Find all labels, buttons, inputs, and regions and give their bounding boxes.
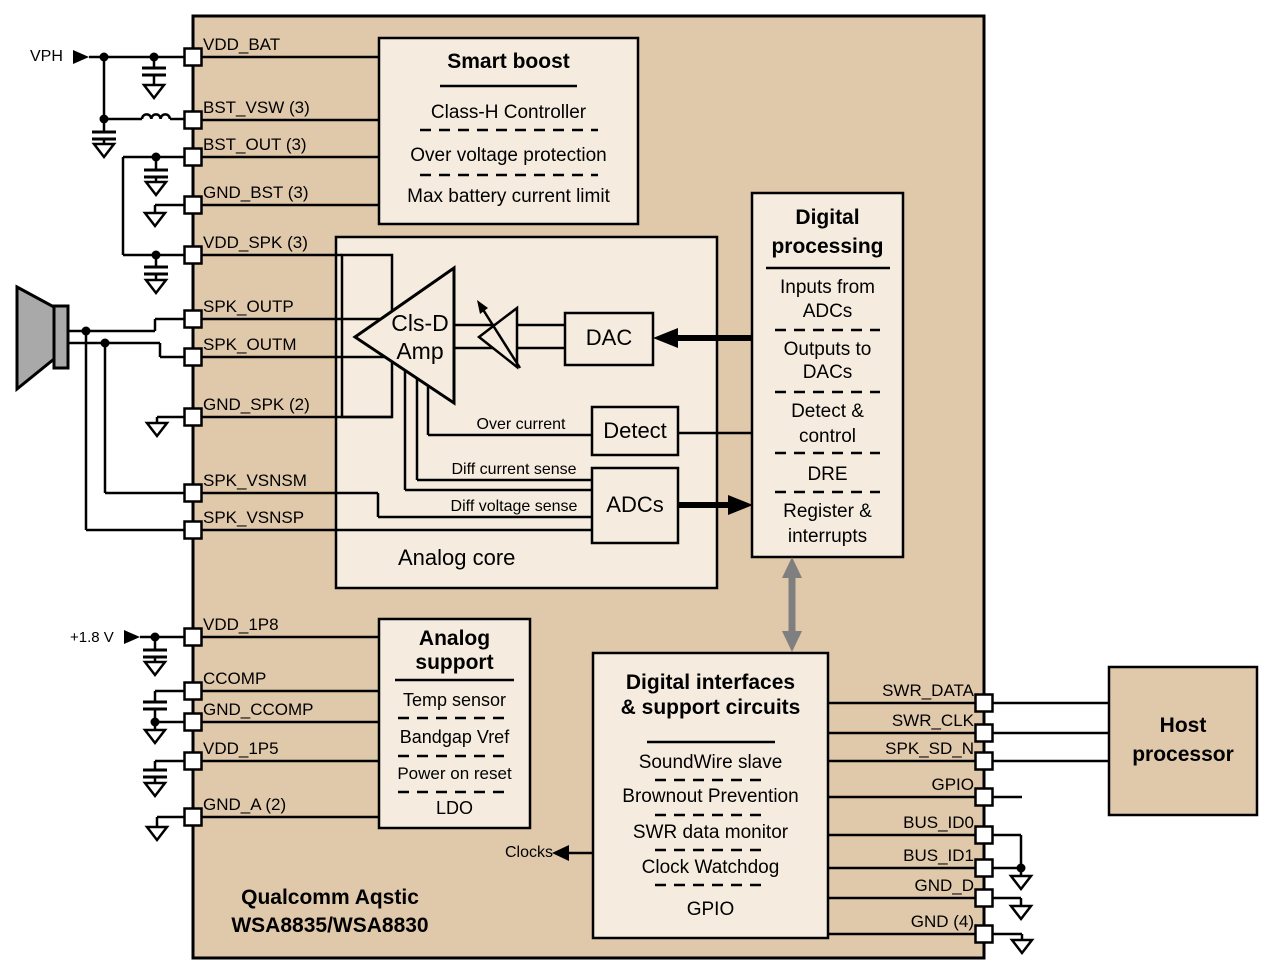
dp-item: interrupts <box>787 526 868 547</box>
dp-item: Register & <box>783 501 872 522</box>
dp-item: ADCs <box>802 301 853 322</box>
smart-boost-title: Smart boost <box>447 50 570 73</box>
clocks-arrowhead <box>552 845 569 861</box>
chip-name: WSA8835/WSA8830 <box>231 914 429 937</box>
host-processor-title: Host <box>1159 714 1207 737</box>
analog-support-title: support <box>415 651 494 674</box>
di-item: SWR data monitor <box>632 822 789 843</box>
digital-interfaces-title: & support circuits <box>620 696 801 719</box>
variable-amp-triangle <box>476 305 519 370</box>
dac-data-arrow <box>653 328 752 348</box>
pin-label-swr-clk: SWR_CLK <box>891 711 974 730</box>
smart-boost-item: Class-H Controller <box>430 102 587 123</box>
host-processor-title: processor <box>1132 743 1234 766</box>
pin-label-gnd-ccomp: GND_CCOMP <box>203 700 314 719</box>
ground-symbols <box>91 83 1035 956</box>
detect-box <box>590 405 680 457</box>
diff-voltage-sense-label: Diff voltage sense <box>450 498 578 515</box>
clocks-label: Clocks <box>504 844 553 861</box>
pin-label-vdd-1p5: VDD_1P5 <box>203 739 279 758</box>
adc-data-arrow <box>678 495 753 515</box>
pin-label-swr-data: SWR_DATA <box>882 681 974 700</box>
pin-label-bus-id1: BUS_ID1 <box>903 846 974 865</box>
pin-label-spk-outp: SPK_OUTP <box>203 297 294 316</box>
dp-item: Inputs from <box>779 277 876 298</box>
detect-label: Detect <box>603 418 667 443</box>
digital-processing-box <box>750 191 905 559</box>
v18-label: +1.8 V <box>70 629 114 646</box>
as-item: Temp sensor <box>402 690 507 710</box>
dp-item: DACs <box>802 362 853 383</box>
chip-name: Qualcomm Aqstic <box>241 886 419 909</box>
vph-arrow-icon <box>73 50 89 64</box>
smart-boost-item: Over voltage protection <box>410 145 607 166</box>
v18-arrow-icon <box>124 630 140 644</box>
pin-label-gpio: GPIO <box>931 775 974 794</box>
di-item: GPIO <box>686 899 735 920</box>
digital-processing-title: processing <box>771 235 884 258</box>
dp-item: DRE <box>807 464 848 485</box>
smart-boost-item: Max battery current limit <box>407 186 610 207</box>
di-item: Clock Watchdog <box>641 857 780 878</box>
dac-label: DAC <box>585 325 633 350</box>
digital-processing-title: Digital <box>795 206 860 229</box>
speaker-icon <box>15 284 70 393</box>
class-d-amp-label: Cls-D <box>391 310 449 336</box>
as-item: Power on reset <box>397 764 512 783</box>
pin-label-gnd-spk: GND_SPK (2) <box>203 395 310 414</box>
pin-label-spk-outm: SPK_OUTM <box>203 335 297 354</box>
variable-amp-arrowhead <box>477 300 488 314</box>
junction-dots <box>81 52 1026 873</box>
pin-label-spk-sd-n: SPK_SD_N <box>885 739 974 758</box>
pin-squares <box>183 47 994 944</box>
as-item: LDO <box>435 798 473 818</box>
pin-label-ccomp: CCOMP <box>203 669 267 688</box>
vph-label: VPH <box>30 48 63 65</box>
dp-item: Detect & <box>791 401 864 422</box>
pin-label-gnd-bst: GND_BST (3) <box>203 183 309 202</box>
variable-amp-arrow <box>480 307 522 369</box>
host-processor-box <box>1107 665 1259 817</box>
pin-label-bst-out: BST_OUT (3) <box>203 135 307 154</box>
pin-label-vdd-bat: VDD_BAT <box>203 35 281 54</box>
diff-current-sense-label: Diff current sense <box>451 461 577 478</box>
adcs-box <box>590 466 680 545</box>
digital-interfaces-box <box>591 651 830 940</box>
pin-label-spk-vsnsp: SPK_VSNSP <box>203 508 305 527</box>
pin-label-bus-id0: BUS_ID0 <box>903 813 974 832</box>
title-underlines <box>395 84 890 744</box>
analog-core-label: Analog core <box>398 545 516 570</box>
pin-label-bst-vsw: BST_VSW (3) <box>203 98 310 117</box>
over-current-label: Over current <box>476 416 566 433</box>
pin-label-spk-vsnsm: SPK_VSNSM <box>203 471 307 490</box>
pin-label-gnd-d: GND_D <box>914 876 974 895</box>
class-d-amp-label: Amp <box>396 338 444 364</box>
pin-label-vdd-spk: VDD_SPK (3) <box>203 233 308 252</box>
di-item: SoundWire slave <box>638 752 783 773</box>
digital-bus-arrow <box>782 557 802 652</box>
pin-label-gnd-a: GND_A (2) <box>203 795 287 814</box>
di-item: Brownout Prevention <box>622 786 799 807</box>
pin-label-gnd-4: GND (4) <box>910 912 974 931</box>
wires <box>68 55 1109 940</box>
digital-interfaces-title: Digital interfaces <box>625 671 796 694</box>
pin-label-vdd-1p8: VDD_1P8 <box>203 615 279 634</box>
adcs-label: ADCs <box>606 492 664 517</box>
dashed-separators <box>398 128 880 887</box>
dac-box <box>563 311 655 367</box>
class-d-amp-triangle <box>352 265 456 406</box>
analog-support-title: Analog <box>418 627 491 650</box>
as-item: Bandgap Vref <box>399 727 510 747</box>
dp-item: control <box>798 426 857 447</box>
dp-item: Outputs to <box>783 339 872 360</box>
